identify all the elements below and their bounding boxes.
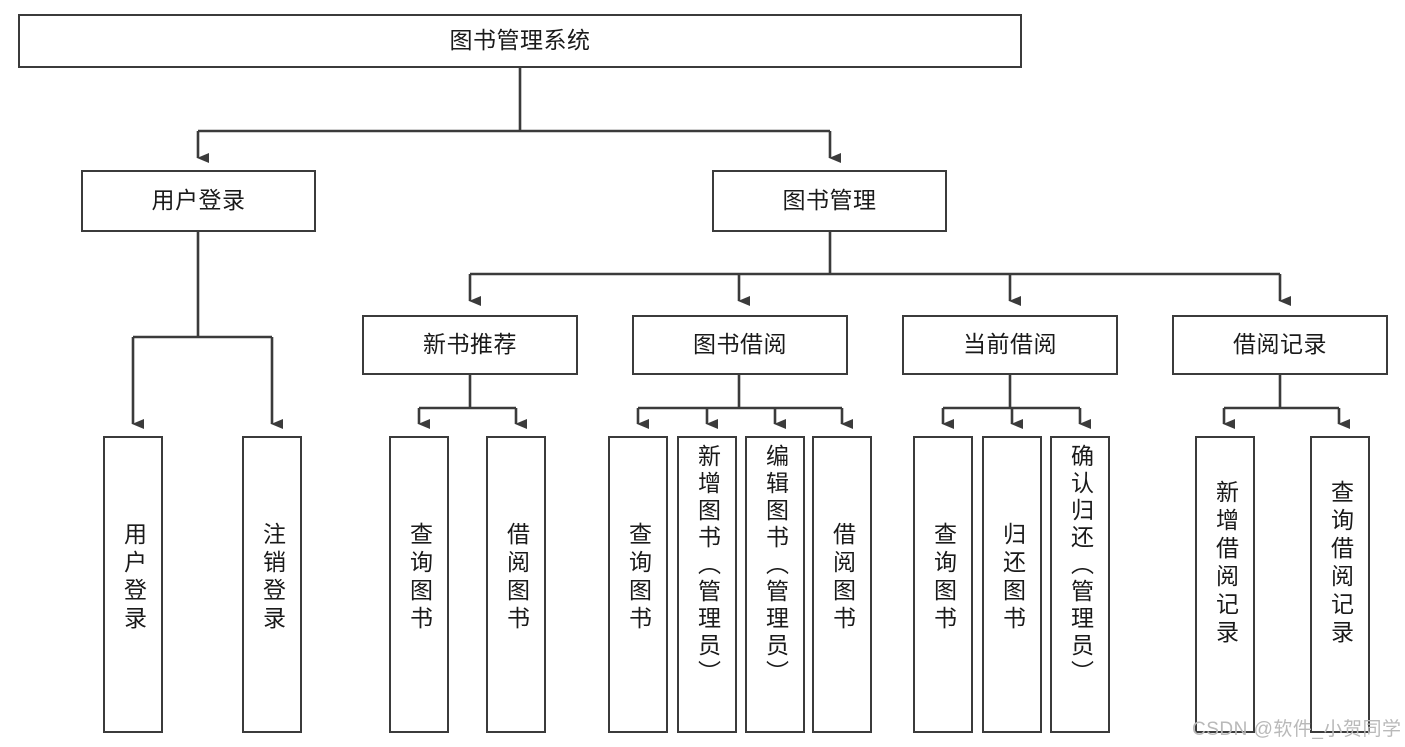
node-label: 用户登录 [120,522,147,634]
leaf-add-borrow-record[interactable]: 新增借阅记录 [1195,436,1255,733]
node-label: 归还图书 [999,522,1026,634]
node-book-borrow[interactable]: 图书借阅 [632,315,848,375]
node-label: 确认归还（管理员） [1067,444,1094,687]
node-book-management[interactable]: 图书管理 [712,170,947,232]
node-label: 查询图书 [406,522,433,634]
node-label: 查询图书 [625,522,652,634]
node-label: 借阅图书 [829,522,856,634]
leaf-user-login[interactable]: 用户登录 [103,436,163,733]
leaf-logout[interactable]: 注销登录 [242,436,302,733]
leaf-query-book-new[interactable]: 查询图书 [389,436,449,733]
node-root-system[interactable]: 图书管理系统 [18,14,1022,68]
leaf-return-book[interactable]: 归还图书 [982,436,1042,733]
node-label: 编辑图书（管理员） [762,444,789,687]
node-label: 新书推荐 [423,331,517,358]
leaf-query-borrow-record[interactable]: 查询借阅记录 [1310,436,1370,733]
node-current-borrow[interactable]: 当前借阅 [902,315,1118,375]
node-label: 当前借阅 [963,331,1057,358]
node-label: 查询图书 [930,522,957,634]
leaf-edit-book-admin[interactable]: 编辑图书（管理员） [745,436,805,733]
node-label: 注销登录 [259,522,286,634]
node-label: 新增图书（管理员） [694,444,721,687]
leaf-query-book-current[interactable]: 查询图书 [913,436,973,733]
node-label: 借阅记录 [1233,331,1327,358]
node-label: 图书管理 [782,187,877,214]
node-label: 用户登录 [151,187,246,214]
csdn-watermark: CSDN @软件_小贺同学 [1192,719,1402,740]
node-user-login[interactable]: 用户登录 [81,170,316,232]
leaf-borrow-book[interactable]: 借阅图书 [812,436,872,733]
leaf-confirm-return-admin[interactable]: 确认归还（管理员） [1050,436,1110,733]
leaf-borrow-book-new[interactable]: 借阅图书 [486,436,546,733]
node-label: 图书借阅 [693,331,787,358]
node-label: 新增借阅记录 [1212,480,1239,648]
node-new-book-recommend[interactable]: 新书推荐 [362,315,578,375]
leaf-add-book-admin[interactable]: 新增图书（管理员） [677,436,737,733]
node-borrow-record[interactable]: 借阅记录 [1172,315,1388,375]
node-label: 查询借阅记录 [1327,480,1354,648]
leaf-query-book-borrow[interactable]: 查询图书 [608,436,668,733]
node-label: 图书管理系统 [449,27,591,54]
node-label: 借阅图书 [503,522,530,634]
